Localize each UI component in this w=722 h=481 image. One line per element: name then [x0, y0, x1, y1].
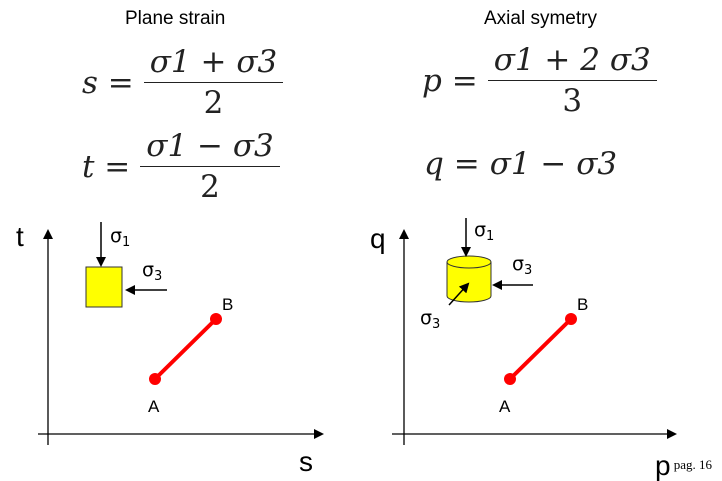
p-equation: p = σ1 + 2 σ3 3: [422, 42, 657, 119]
left-x-axis-label: s: [299, 446, 313, 477]
right-point-a-label: A: [499, 397, 511, 416]
t-equation-lhs: t =: [82, 148, 131, 185]
q-equation: q = σ1 − σ3: [424, 146, 617, 182]
left-stress-path: [153, 317, 218, 381]
right-sigma3-front-label: σ3: [420, 307, 440, 332]
s-fraction: σ1 + σ3 2: [143, 44, 284, 121]
right-point-b-label: B: [577, 295, 588, 314]
axial-cylinder-element: [446, 255, 492, 303]
left-point-b: [210, 313, 222, 325]
right-sigma1-label: σ1: [474, 219, 494, 244]
left-sigma1-label: σ1: [110, 225, 130, 250]
t-denominator: 2: [200, 169, 220, 205]
right-sigma3-side-label: σ3: [512, 253, 532, 278]
s-equation-lhs: s =: [82, 64, 134, 101]
left-point-a-label: A: [148, 397, 160, 416]
p-denominator: 3: [562, 83, 583, 119]
t-equation: t = σ1 − σ3 2: [82, 128, 280, 205]
q-equation-lhs: q =: [424, 146, 480, 182]
right-x-axis-label: p: [655, 450, 671, 481]
right-stress-path: [508, 317, 573, 381]
plane-strain-title: Plane strain: [125, 8, 226, 29]
s-denominator: 2: [203, 85, 224, 121]
p-numerator: σ1 + 2 σ3: [487, 42, 657, 81]
s-numerator: σ1 + σ3: [143, 44, 284, 83]
t-fraction: σ1 − σ3 2: [140, 128, 280, 205]
p-equation-lhs: p =: [422, 62, 478, 99]
page-number: pag. 16: [673, 457, 712, 472]
right-sigma3-front-arrow: [448, 282, 470, 306]
p-fraction: σ1 + 2 σ3 3: [487, 42, 657, 119]
plane-strain-element: [85, 266, 123, 308]
left-y-axis-label: t: [16, 221, 24, 252]
s-equation: s = σ1 + σ3 2: [82, 44, 284, 121]
t-numerator: σ1 − σ3: [140, 128, 280, 167]
left-point-a: [149, 373, 161, 385]
q-equation-rhs: σ1 − σ3: [489, 146, 618, 182]
right-point-a: [504, 373, 516, 385]
left-sigma3-label: σ3: [142, 259, 162, 284]
right-y-axis-label: q: [370, 223, 386, 254]
left-point-b-label: B: [222, 295, 233, 314]
axial-symmetry-title: Axial symetry: [484, 8, 597, 29]
right-point-b: [565, 313, 577, 325]
